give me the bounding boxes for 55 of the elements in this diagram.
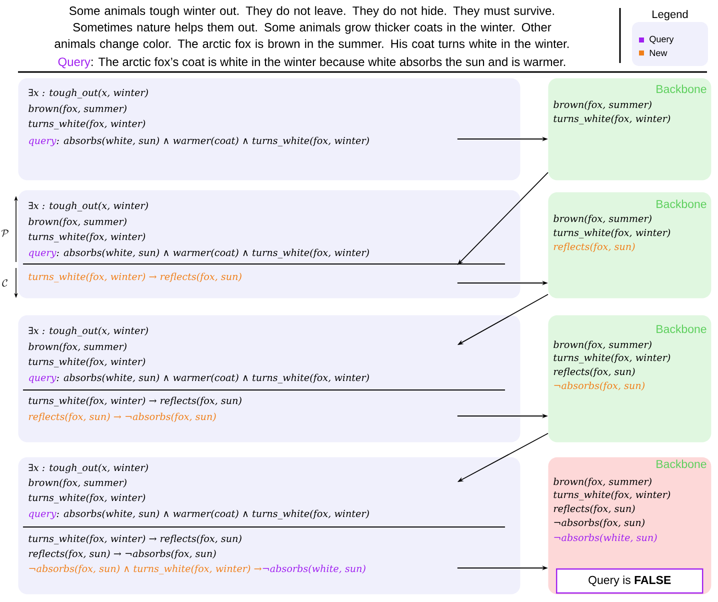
reasoning-box xyxy=(18,457,520,594)
formula-line: brown(fox, summer) xyxy=(28,104,126,114)
formula-line: brown(fox, summer) xyxy=(554,100,652,110)
formula-line: ∃x : tough_out(x, winter) xyxy=(28,88,148,98)
query-sentence: Query: The arctic fox’s coat is white in the winter because white absorbs the sun and is warmer. xyxy=(58,57,566,68)
formula-line: turns_white(fox, winter) xyxy=(554,490,670,500)
formula-line: reflects(fox, sun) xyxy=(554,242,635,252)
formula-line: ¬absorbs(fox, sun) ∧ turns_white(fox, winter) →¬absorbs(white, sun) xyxy=(29,564,366,574)
backbone-label: Backbone xyxy=(656,324,706,334)
formula-line: turns_white(fox, winter) → reflects(fox, sun) xyxy=(28,534,242,544)
formula-line: ¬absorbs(fox, sun) xyxy=(554,382,644,391)
result-box: Query is FALSE xyxy=(556,568,704,594)
backbone-label: Backbone xyxy=(656,200,706,208)
formula-line: brown(fox, summer) xyxy=(28,218,126,227)
formula-line: brown(fox, summer) xyxy=(28,478,126,488)
formula-line: reflects(fox, sun) → ¬absorbs(fox, sun) xyxy=(28,550,216,559)
formula-line: ¬absorbs(fox, sun) xyxy=(554,518,644,528)
formula-line: brown(fox, summer) xyxy=(28,342,126,352)
formula-line: turns_white(fox, winter) xyxy=(554,114,670,124)
formula-line: turns_white(fox, winter) xyxy=(554,354,670,364)
query-line: query: absorbs(white, sun) ∧ warmer(coat) ∧ turns_white(fox, winter) xyxy=(29,374,369,384)
formula-line: turns_white(fox, winter) xyxy=(28,232,146,242)
formula-line: brown(fox, summer) xyxy=(554,214,652,224)
query-line: query: absorbs(white, sun) ∧ warmer(coat) ∧ turns_white(fox, winter) xyxy=(29,510,369,520)
backbone-box xyxy=(548,192,712,298)
reasoning-box xyxy=(18,190,520,298)
formula-line: reflects(fox, sun) → ¬absorbs(fox, sun) xyxy=(28,412,216,422)
legend-label: Query xyxy=(650,36,674,44)
formula-line: turns_white(fox, winter) xyxy=(28,358,146,368)
formula-line: reflects(fox, sun) xyxy=(554,504,635,514)
formula-line: turns_white(fox, winter) xyxy=(28,494,146,504)
backbone-label: Backbone xyxy=(656,460,706,468)
formula-line: turns_white(fox, winter) xyxy=(554,228,670,238)
formula-line: turns_white(fox, winter) xyxy=(28,120,146,130)
legend-box: Legend Query New xyxy=(632,10,708,66)
legend-label: New xyxy=(650,50,668,56)
formula-line: ∃x : tough_out(x, winter) xyxy=(28,202,148,212)
set-symbol: $\mathcal{P}$ xyxy=(1,230,8,237)
formula-line: brown(fox, summer) xyxy=(554,340,652,350)
formula-line: brown(fox, summer) xyxy=(554,478,652,487)
query-line: query: absorbs(white, sun) ∧ warmer(coat) ∧ turns_white(fox, winter) xyxy=(29,248,369,258)
formula-line: turns_white(fox, winter) → reflects(fox, sun) xyxy=(28,396,242,406)
query-line: query: absorbs(white, sun) ∧ warmer(coat) ∧ turns_white(fox, winter) xyxy=(29,136,369,146)
formula-line: reflects(fox, sun) xyxy=(554,368,635,377)
reasoning-box xyxy=(18,78,520,180)
formula-line: ∃x : tough_out(x, winter) xyxy=(28,326,148,336)
formula-line: ¬absorbs(white, sun) xyxy=(554,534,657,542)
reasoning-box xyxy=(18,315,520,442)
backbone-label: Backbone xyxy=(656,84,706,94)
formula-line: ∃x : tough_out(x, winter) xyxy=(28,464,148,474)
set-symbol: $\mathcal{C}$ xyxy=(2,279,8,287)
backbone-box xyxy=(548,315,712,442)
formula-line: turns_white(fox, winter) → reflects(fox, sun) xyxy=(28,272,242,282)
backbone-box xyxy=(548,78,712,180)
story-paragraph: Some animals tough winter out. They do not leave. They do not hide. They must survive. Sometimes nature helps them out. Some animals grow thicker coats in the winter. Other animals change color. The arctic fox is brown in the summer. His coat turns white in the winter. xyxy=(54,6,569,50)
